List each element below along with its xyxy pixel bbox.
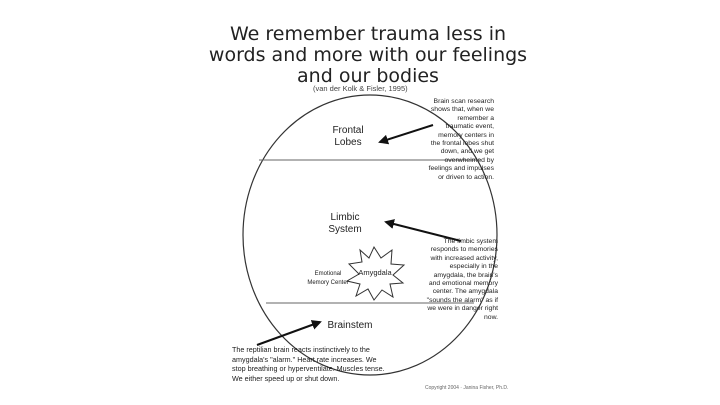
amygdala-label: Amygdala	[358, 268, 392, 277]
brainstem-label: Brainstem	[327, 320, 373, 331]
arrow-to-brainstem	[256, 320, 322, 346]
arrow-to-frontal	[378, 124, 434, 145]
brain-oval	[242, 94, 498, 376]
emotional-memory-center-label: Emotional Memory Center	[307, 271, 349, 286]
frontal-lobes-note: Brain scan research shows that, when we …	[428, 98, 494, 181]
arrow-to-limbic	[384, 219, 462, 242]
frontal-lobes-label: Frontal Lobes	[332, 125, 364, 148]
citation: (van der Kolk & Fisler, 1995)	[313, 84, 408, 93]
brainstem-note: The reptilian brain reacts instinctively…	[232, 345, 385, 383]
limbic-system-label: Limbic System	[328, 212, 362, 235]
limbic-system-note: The limbic system responds to memories w…	[426, 238, 498, 321]
slide-title: We remember trauma less in words and mor…	[208, 23, 528, 87]
copyright: Copyright 2004 · Janina Fisher, Ph.D.	[425, 385, 509, 391]
amygdala-starburst	[345, 245, 406, 301]
